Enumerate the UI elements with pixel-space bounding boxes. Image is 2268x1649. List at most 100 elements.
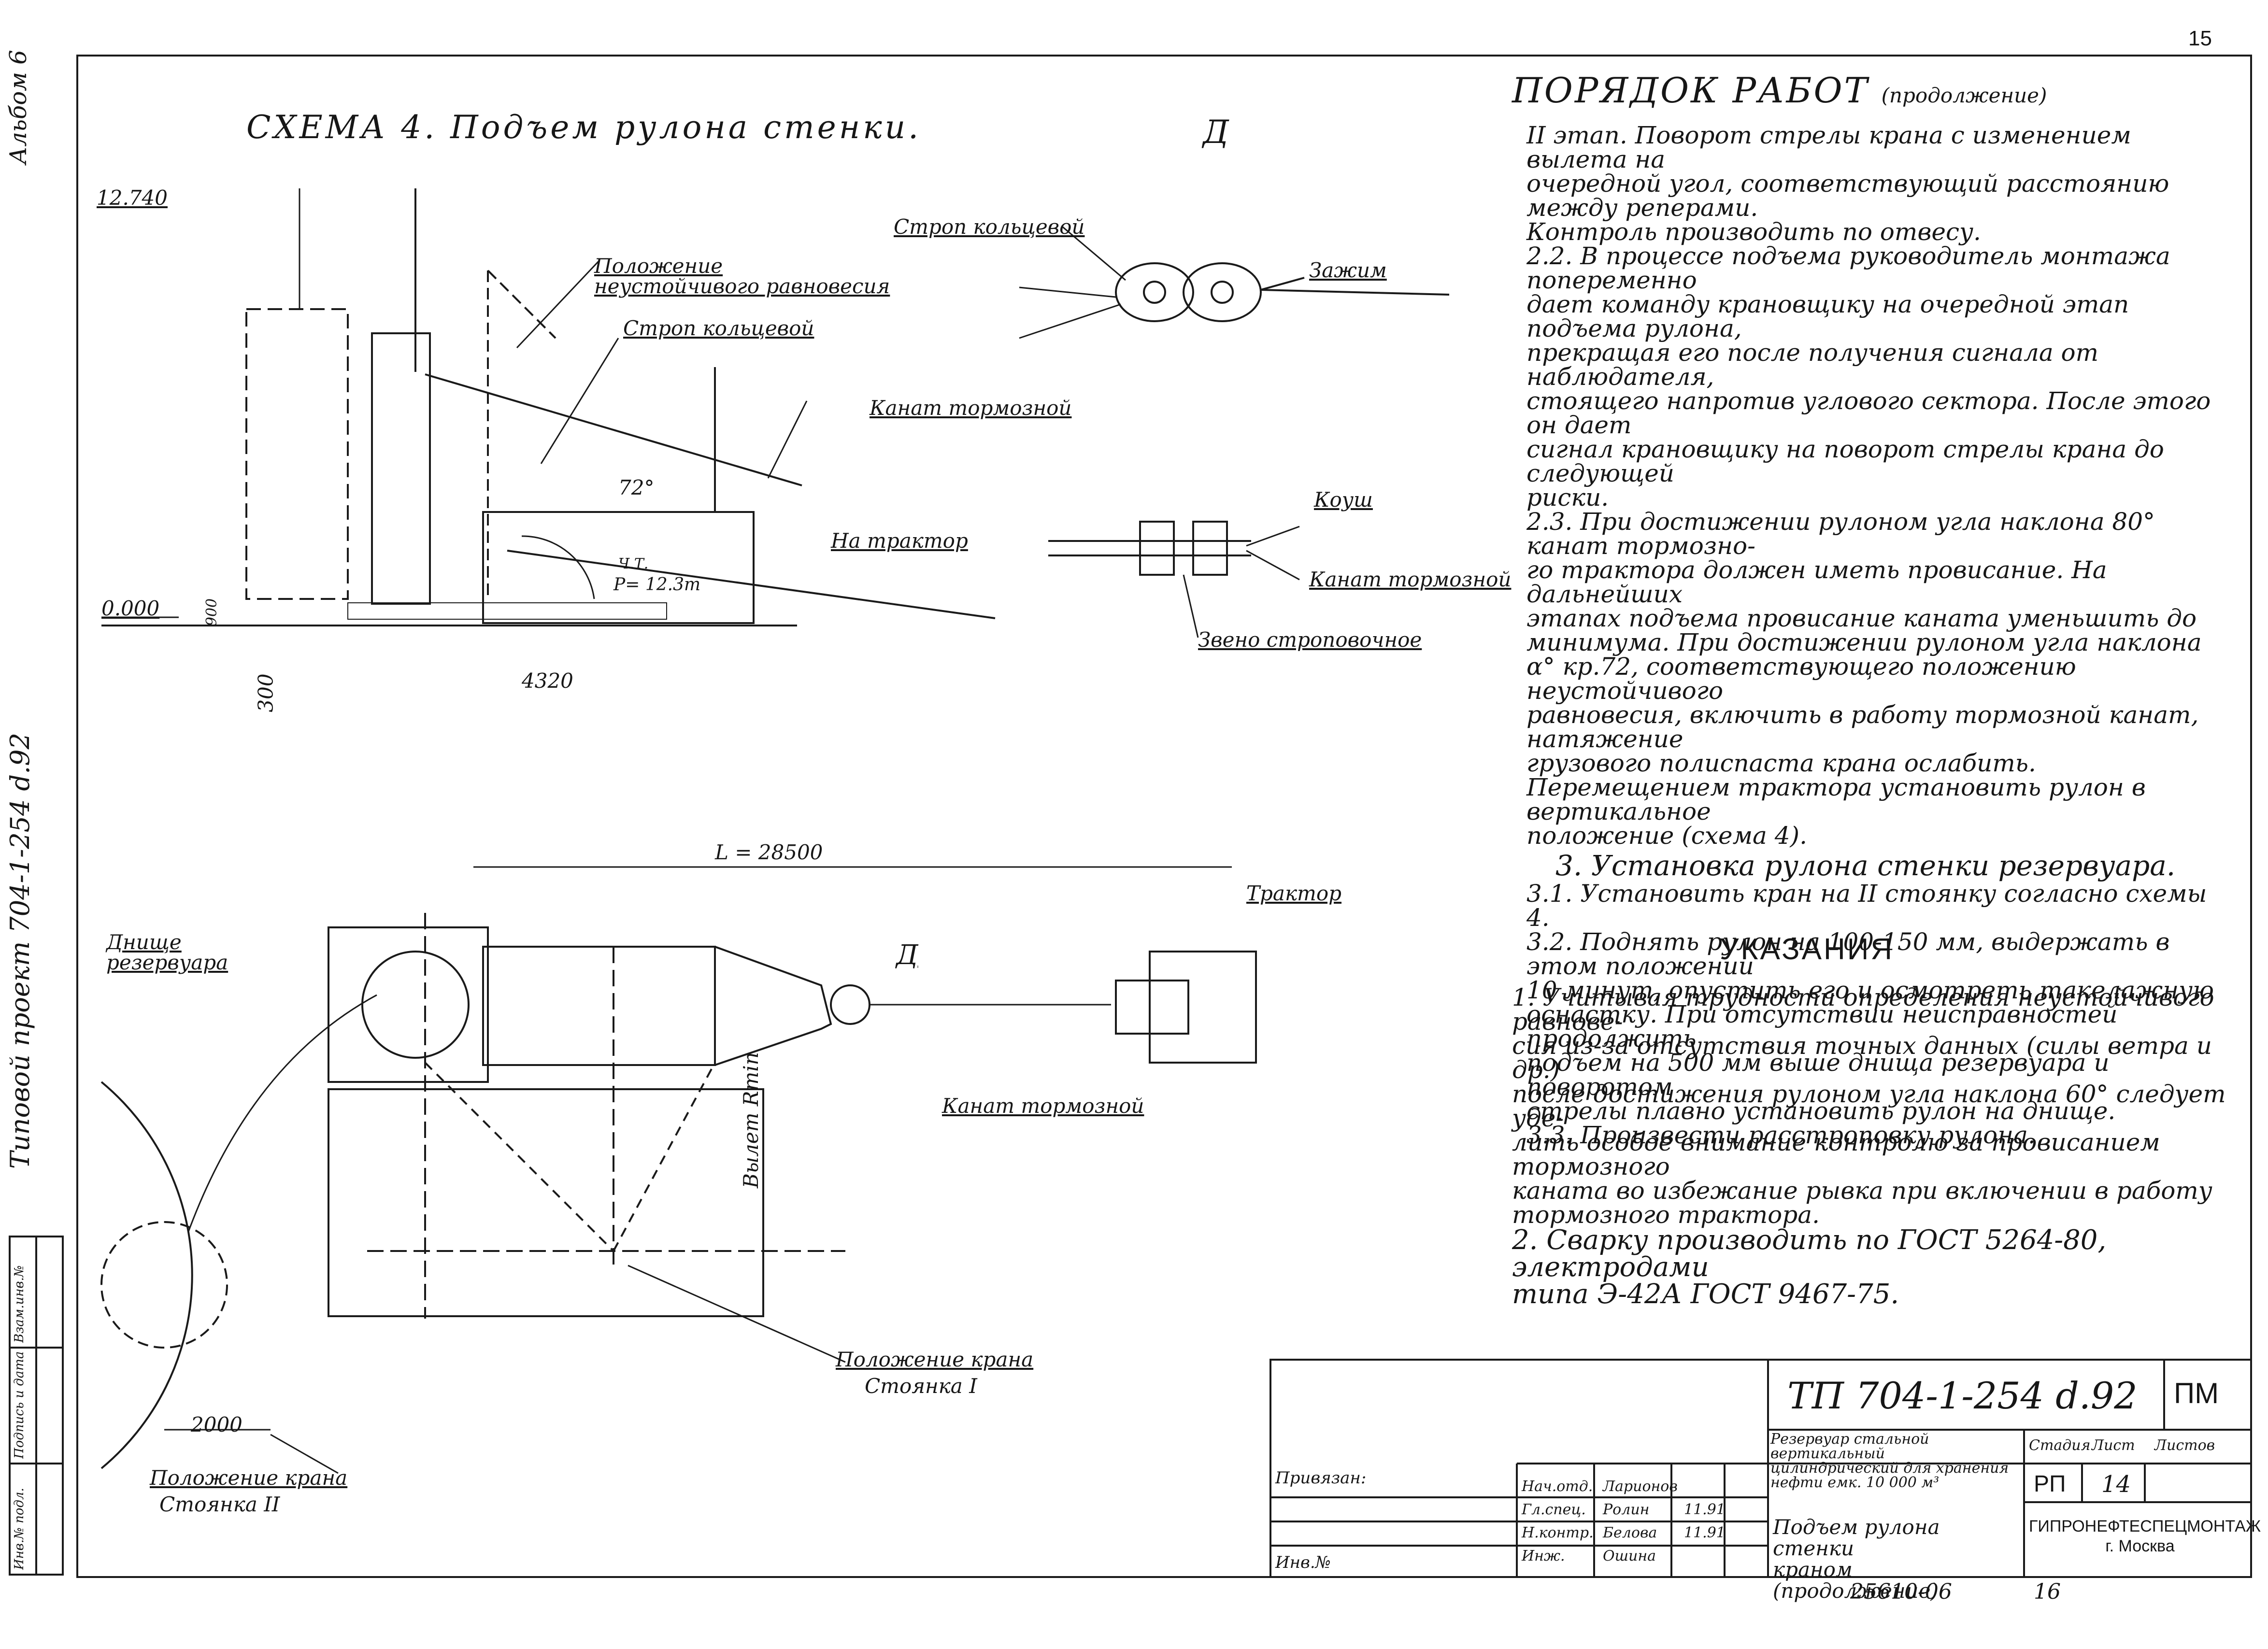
wo-line: дает команду крановщику на очередной эта… (1526, 290, 2129, 342)
tb-bottom-sheet: 16 (2034, 1579, 2061, 1604)
tb-staff-row: Н.контр. Белова 11.91 (1522, 1524, 1763, 1548)
plan-tractor: Трактор (1246, 881, 1342, 905)
crane-pos2-a: Положение крана (150, 1466, 348, 1490)
tb-name: Ларионов (1603, 1478, 1678, 1495)
tb-role: Н.контр. (1522, 1524, 1594, 1541)
tb-role: Нач.отд. (1522, 1478, 1593, 1495)
wo3-line: 3.2. Поднять рулон на 100-150 мм, выдерж… (1526, 928, 2170, 980)
angle-72: 72° (618, 476, 655, 499)
tb-object: Резервуар стальной вертикальный цилиндри… (1770, 1432, 2022, 1490)
tb-drawing-title: Подъем рулона стенки краном (продолжение… (1773, 1515, 2019, 1603)
tb-date: 11.91 (1684, 1501, 1726, 1518)
tb-object-line: цилиндрический для хранения (1770, 1460, 2009, 1477)
detail-brake-rope: Канат тормозной (1309, 568, 1512, 591)
tb-staff-row: Инж. Ошина (1522, 1548, 1763, 1571)
notes-heading: УКАЗАНИЯ (1720, 933, 1895, 966)
work-order-text: II этап. Поворот стрелы крана с изменени… (1526, 123, 2232, 1147)
tractor-force-b: P= 12.3т (613, 575, 701, 595)
note-line: сия из-за отсутствия точных данных (силы… (1512, 1032, 2212, 1084)
note-line: типа Э-42А ГОСТ 9467-75. (1512, 1279, 1899, 1310)
wo-line: этапах подъема провисание каната уменьши… (1526, 604, 2197, 632)
tb-sheet: 14 (2101, 1471, 2131, 1498)
dim-900: 900 (203, 598, 221, 626)
wo-line: минимума. При достижении рулоном угла на… (1526, 628, 2202, 656)
wo-line: II этап. Поворот стрелы крана с изменени… (1526, 121, 2131, 173)
crane-pos1-a: Положение крана (836, 1348, 1034, 1371)
wo3-line: стрелы плавно установить рулон на днище. (1526, 1097, 2116, 1125)
wo-line: го трактора должен иметь провисание. На … (1526, 556, 2107, 608)
dim-4320: 4320 (522, 669, 573, 693)
tb-staff: Нач.отд. Ларионов Гл.спец. Ролин 11.91 Н… (1522, 1478, 1763, 1571)
note-line: 1. Учитывая трудности определения неусто… (1512, 983, 2214, 1036)
note-line: тормозного трактора. (1512, 1201, 1820, 1229)
tb-title-line: Подъем рулона стенки (1773, 1515, 1940, 1561)
note-line: 2. Сварку производить по ГОСТ 5264-80, э… (1512, 1224, 2107, 1283)
wo-line: риски. (1526, 483, 1609, 512)
crane-pos1-b: Стоянка I (865, 1374, 977, 1398)
tb-name: Ошина (1603, 1548, 1656, 1564)
tb-sheet-mark: ПМ (2174, 1377, 2219, 1409)
tb-bottom-code: 25610-06 (1850, 1579, 1952, 1604)
wo-line: стоящего напротив углового сектора. Посл… (1526, 387, 2211, 439)
notes-text: 1. Учитывая трудности определения неусто… (1512, 985, 2237, 1308)
wo-line: равновесия, включить в работу тормозной … (1526, 701, 2199, 753)
detail-thimble: Коуш (1314, 488, 1373, 512)
wo-line: Контроль производить по отвесу. (1526, 218, 1981, 246)
project-vertical: Типовой проект 704-1-254 d.92 (5, 733, 35, 1169)
plan-brake-rope: Канат тормозной (942, 1094, 1144, 1118)
page-number: 15 (2188, 27, 2212, 50)
detail-link: Звено строповочное (1198, 628, 1422, 652)
plan-reach: Вылет Rmin (739, 1052, 763, 1188)
wo3-line: 10 минут, опустить его и осмотреть такел… (1526, 976, 2214, 1004)
tb-role: Гл.спец. (1522, 1501, 1586, 1518)
label-to-tractor: На трактор (831, 529, 968, 553)
wo-line: очередной угол, соответствующий расстоян… (1526, 170, 2169, 222)
label-brake-rope: Канат тормозной (870, 396, 1072, 420)
wo-line: положение (схема 4). (1526, 822, 1807, 850)
tb-title-line: краном (продолжение) (1773, 1558, 1939, 1603)
tb-sheets-hdr: Листов (2154, 1437, 2215, 1454)
tb-code: ТП 704-1-254 d.92 (1787, 1374, 2138, 1417)
tb-object-line: нефти емк. 10 000 м³ (1770, 1474, 1940, 1491)
scheme-title: СХЕМА 4. Подъем рулона стенки. (246, 109, 922, 146)
tb-name: Белова (1603, 1524, 1657, 1541)
elev-zero: 0.000 (101, 597, 160, 620)
note-line: лить особое внимание контролю за провиса… (1512, 1128, 2160, 1180)
work-order-heading: ПОРЯДОК РАБОТ (1512, 70, 1869, 111)
dim-300: 300 (254, 673, 278, 712)
plan-dim-2000: 2000 (191, 1413, 242, 1436)
wo-line: 2.2. В процессе подъема руководитель мон… (1526, 242, 2170, 294)
stamp-replace: Взам.инв.№ (12, 1265, 27, 1343)
tb-org-line: г. Москва (2105, 1536, 2175, 1555)
tb-name: Ролин (1603, 1501, 1650, 1518)
tb-stage-hdr: Стадия (2029, 1437, 2091, 1454)
wo-line: прекращая его после получения сигнала от… (1526, 339, 2099, 391)
plan-length: L = 28500 (715, 840, 823, 864)
crane-pos2-b: Стоянка II (159, 1493, 280, 1516)
tb-inv: Инв.№ (1275, 1553, 1331, 1572)
wo3-line: 3.1. Установить кран на II стоянку согла… (1526, 880, 2207, 932)
work-order-heading-wrap: ПОРЯДОК РАБОТ (продолжение) (1512, 70, 2047, 111)
tb-org-line: ГИПРОНЕФТЕСПЕЦМОНТАЖ (2029, 1517, 2261, 1535)
elev-top: 12.740 (97, 186, 168, 210)
tb-date: 11.91 (1684, 1524, 1726, 1541)
tb-object-line: Резервуар стальной вертикальный (1770, 1431, 1929, 1462)
tb-staff-row: Нач.отд. Ларионов (1522, 1478, 1763, 1501)
stamp-inv: Инв.№ подл. (12, 1488, 27, 1570)
wo-line: Перемещением трактора установить рулон в… (1526, 773, 2146, 825)
wo3-line: оснастку. При отсутствии неисправностей … (1526, 1000, 2118, 1052)
work-order-suffix: (продолжение) (1881, 84, 2047, 107)
detail-clamp: Зажим (1309, 258, 1387, 282)
detail-letter: Д (1203, 114, 1229, 151)
tb-sheet-hdr: Лист (2092, 1437, 2135, 1454)
tb-org: ГИПРОНЕФТЕСПЕЦМОНТАЖ г. Москва (2029, 1517, 2261, 1556)
tractor-force-a: Ч.Т. (618, 555, 649, 572)
wo-line: сигнал крановщику на поворот стрелы кран… (1526, 435, 2164, 487)
tb-role: Инж. (1522, 1548, 1565, 1564)
wo-line: α° кр.72, соответствующего положению неу… (1526, 653, 2076, 705)
note-line: после достижения рулоном угла наклона 60… (1512, 1080, 2226, 1132)
plan-detail-letter: Д (896, 939, 918, 971)
wo-line: грузового полиспаста крана ослабить. (1526, 749, 2036, 777)
album-label: Альбом 6 (5, 50, 32, 164)
